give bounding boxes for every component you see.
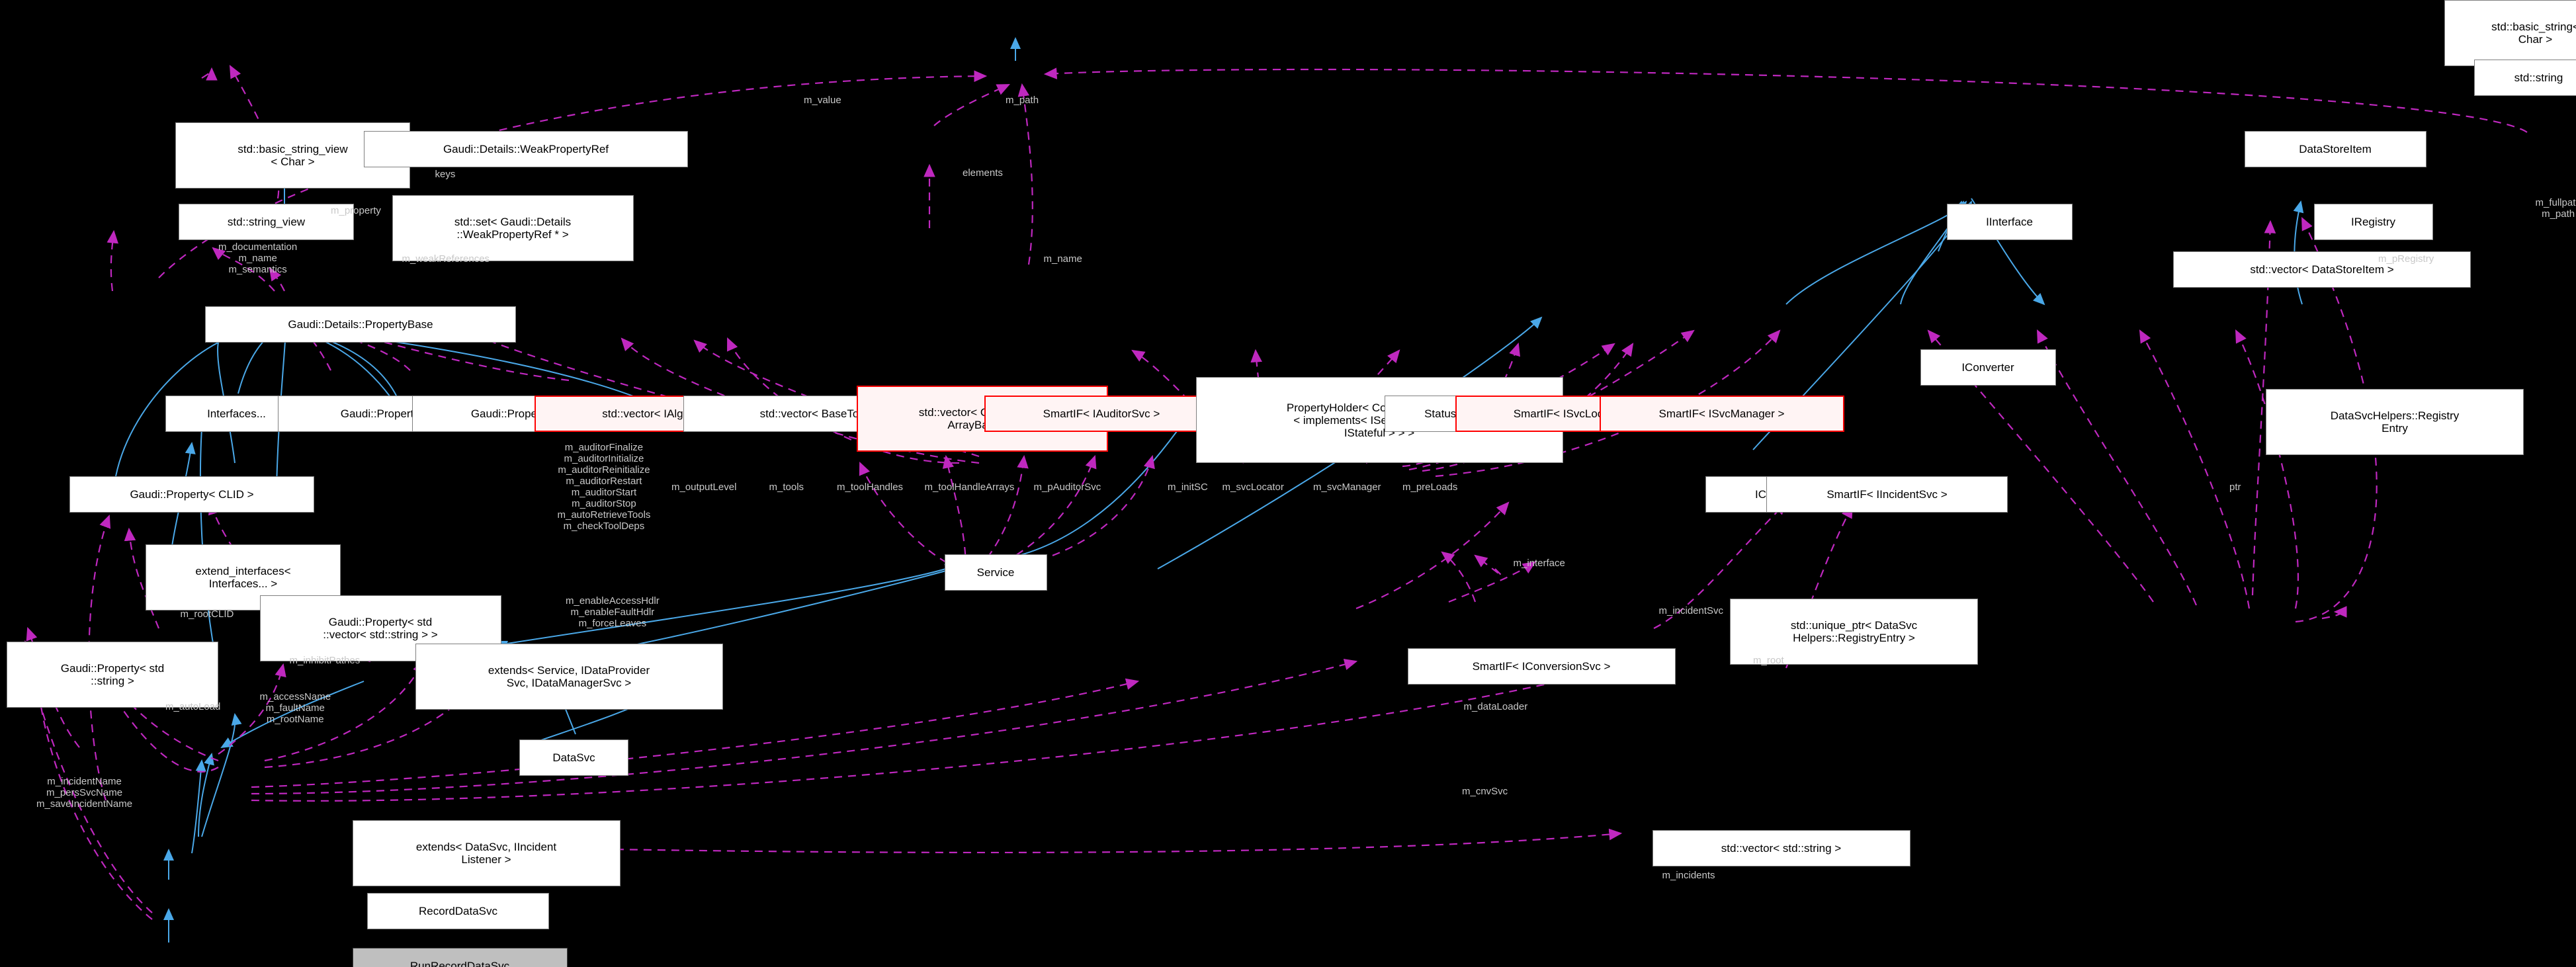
edge-label-m_incidents: m_incidents — [1662, 870, 1715, 881]
edge-label-m_interface_iconversionsvc: m_interface — [1513, 557, 1565, 569]
class-node-property_clid[interactable]: Gaudi::Property< CLID > — [69, 476, 314, 513]
class-node-propertybase[interactable]: Gaudi::Details::PropertyBase — [205, 306, 516, 343]
class-node-smartif_iconversionsvc[interactable]: SmartIF< IConversionSvc > — [1407, 648, 1676, 685]
class-node-smartif_iauditorsvc[interactable]: SmartIF< IAuditorSvc > — [984, 395, 1219, 432]
class-node-string[interactable]: std::string — [2474, 60, 2576, 96]
class-node-datastoreitem[interactable]: DataStoreItem — [2244, 130, 2426, 167]
class-node-smartif_isvcmanager[interactable]: SmartIF< ISvcManager > — [1599, 395, 1844, 432]
class-node-basic_string_char[interactable]: std::basic_string< Char > — [2444, 0, 2576, 66]
class-node-vector_datastoreitem[interactable]: std::vector< DataStoreItem > — [2173, 251, 2471, 288]
class-node-registryentry[interactable]: DataSvcHelpers::Registry Entry — [2266, 388, 2524, 455]
class-node-vector_string[interactable]: std::vector< std::string > — [1652, 830, 1911, 866]
edge-label-m_incidentsvc: m_incidentSvc — [1658, 605, 1724, 616]
edge-label-elements: elements — [963, 167, 1003, 179]
edge-label-m_rootclid: m_rootCLID — [180, 609, 234, 620]
class-node-extends_service_idataprovider[interactable]: extends< Service, IDataProvider Svc, IDa… — [415, 643, 723, 710]
class-node-service[interactable]: Service — [944, 554, 1047, 591]
edge-label-m_toolhandles: m_toolHandles — [837, 481, 904, 493]
edge-label-m_cnvsvc: m_cnvSvc — [1462, 785, 1508, 797]
edge-label-m_auditor_list: m_auditorFinalize m_auditorInitialize m_… — [557, 441, 651, 532]
edge-label-m_preloads: m_preLoads — [1402, 481, 1458, 493]
class-node-property_string[interactable]: Gaudi::Property< std ::string > — [7, 642, 218, 708]
class-node-string_view[interactable]: std::string_view — [179, 203, 354, 240]
edge-label-m_svclocator: m_svcLocator — [1222, 481, 1284, 493]
class-node-weakpropertyref[interactable]: Gaudi::Details::WeakPropertyRef — [364, 130, 688, 167]
edge-label-m_svcmanager: m_svcManager — [1313, 481, 1381, 493]
edge-label-m_initsc: m_initSC — [1168, 481, 1208, 493]
class-node-recorddatasvc[interactable]: RecordDataSvc — [367, 893, 549, 929]
edge-label-m_pauditorsvc: m_pAuditorSvc — [1033, 481, 1101, 493]
edge-label-m_fullpath: m_fullpath m_path — [2535, 196, 2576, 220]
edge-label-m_enablehdlr: m_enableAccessHdlr m_enableFaultHdlr m_f… — [566, 595, 660, 629]
edge-label-m_incidentname: m_incidentName m_persSvcName m_saveIncid… — [36, 775, 133, 810]
usage-edges — [21, 65, 2528, 920]
edge-label-m_path_top: m_path — [1006, 94, 1039, 106]
class-node-smartif_iincidentsvc[interactable]: SmartIF< IIncidentSvc > — [1766, 476, 2008, 513]
edge-label-m_dataloader: m_dataLoader — [1463, 701, 1528, 712]
class-node-iregistry[interactable]: IRegistry — [2313, 203, 2433, 240]
edge-label-ptr: ptr — [2229, 481, 2241, 493]
class-node-extends_datasvc_iincidentlistener[interactable]: extends< DataSvc, IIncident Listener > — [352, 820, 621, 886]
class-node-datasvc[interactable]: DataSvc — [519, 739, 628, 776]
edge-label-keys: keys — [435, 169, 456, 180]
edge-label-m_tools: m_tools — [769, 481, 804, 493]
class-node-iinterface[interactable]: IInterface — [1946, 203, 2073, 240]
class-node-iconverter[interactable]: IConverter — [1920, 349, 2056, 386]
class-node-set_weakpropertyref[interactable]: std::set< Gaudi::Details ::WeakPropertyR… — [392, 195, 634, 261]
edge-label-m_accessname: m_accessName m_faultName m_rootName — [259, 691, 331, 725]
edge-label-m_toolhandlearrays: m_toolHandleArrays — [924, 481, 1015, 493]
edge-label-m_name: m_name — [1043, 253, 1082, 265]
edge-label-m_documentation: m_documentation m_name m_semantics — [218, 241, 298, 275]
edge-label-m_outputlevel: m_outputLevel — [671, 481, 737, 493]
class-node-unique_ptr_registryentry[interactable]: std::unique_ptr< DataSvc Helpers::Regist… — [1730, 599, 1978, 665]
class-node-runrecorddatasvc[interactable]: RunRecordDataSvc — [352, 947, 568, 967]
edge-label-m_value: m_value — [804, 94, 841, 106]
